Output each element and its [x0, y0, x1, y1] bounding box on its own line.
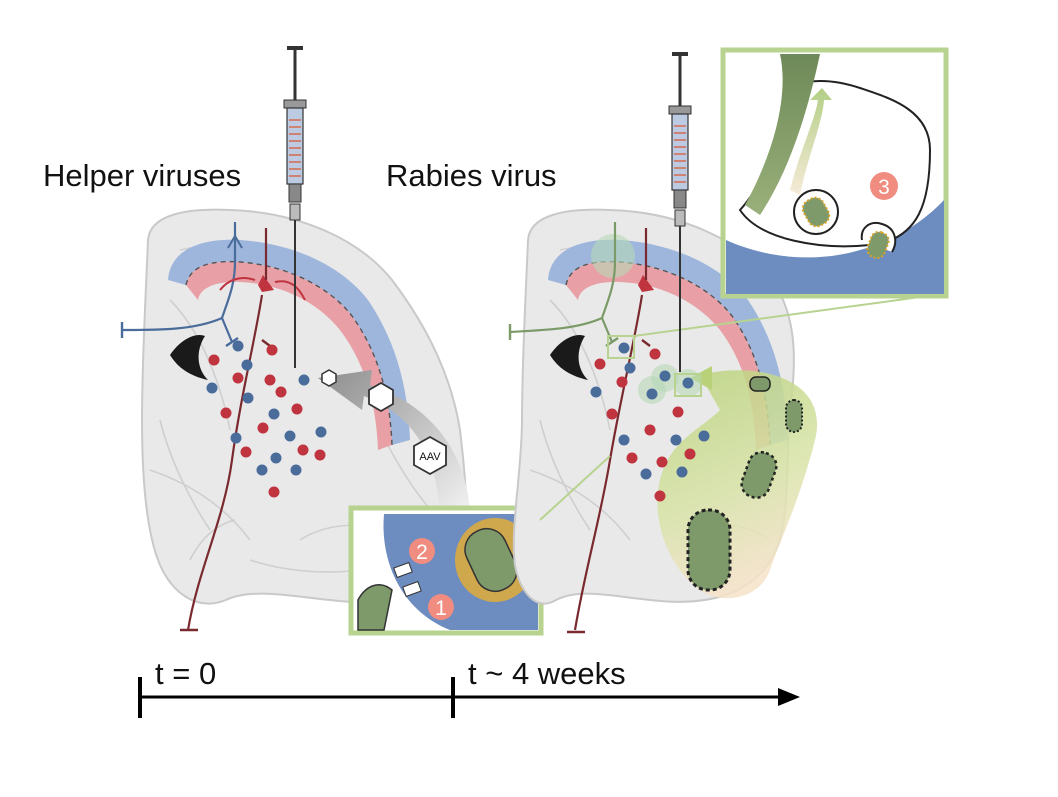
- left-neuron-dots: [206, 340, 327, 498]
- aav-label: AAV: [419, 451, 441, 463]
- right-brain-section: 3: [508, 47, 949, 634]
- step-1-label: 1: [435, 597, 447, 620]
- blue-cortical-layer: [168, 239, 410, 445]
- pink-cortical-layer: [186, 261, 392, 450]
- timeline-t1-label: t ~ 4 weeks: [468, 656, 626, 691]
- left-syringe: [283, 46, 307, 368]
- helper-viruses-label: Helper viruses: [43, 158, 241, 193]
- rabies-virus-label: Rabies virus: [386, 158, 557, 193]
- inset-receptor-binding: 1 2: [348, 505, 544, 636]
- ventricle: [550, 334, 588, 380]
- aav-particles: AAV: [321, 369, 447, 476]
- right-neuron-dots: [590, 342, 710, 502]
- green-neuron-tree: [508, 222, 635, 347]
- right-syringe: [668, 52, 692, 372]
- red-neuron-tree: [180, 228, 306, 632]
- synapse-highlight-box: [607, 335, 635, 359]
- layer-dashed-boundary: [185, 260, 393, 446]
- timeline-t0-label: t = 0: [155, 656, 216, 691]
- cell-highlight-box: [674, 373, 702, 397]
- timeline-arrowhead: [778, 688, 800, 706]
- pink-cortical-layer: [566, 261, 770, 450]
- inset-transsynaptic-spread: 3: [720, 47, 949, 299]
- inset-connector-line: [539, 455, 611, 521]
- left-brain-section: AAV: [120, 46, 544, 636]
- rabies-virions: [686, 376, 803, 592]
- step-3-label: 3: [878, 176, 890, 199]
- inset-connector-line: [633, 296, 921, 337]
- timeline: t = 0 t ~ 4 weeks: [138, 656, 800, 718]
- step-2-label: 2: [416, 541, 428, 564]
- blue-neuron-tree: [120, 222, 243, 347]
- ventricle: [170, 334, 208, 380]
